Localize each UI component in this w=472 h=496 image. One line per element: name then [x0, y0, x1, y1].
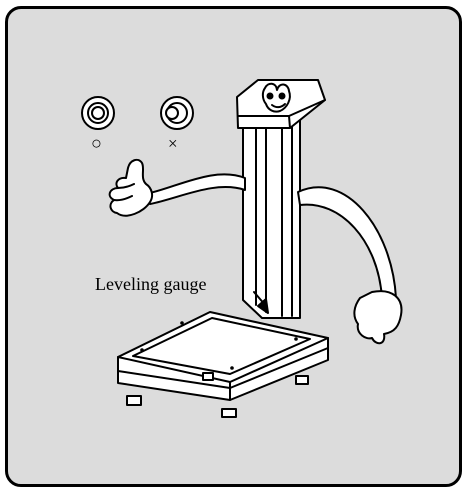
thumbs-up-hand-icon: [110, 160, 152, 216]
scale-platform: [118, 312, 328, 400]
leveling-gauge-label: Leveling gauge: [95, 275, 206, 293]
left-arm: [146, 174, 245, 204]
level-bubble-offcenter-icon: [161, 97, 193, 129]
scale-column: [243, 118, 300, 318]
incorrect-level-mark: ×: [168, 135, 178, 152]
right-hand-icon: [354, 291, 401, 343]
right-arm: [298, 187, 396, 298]
level-bubble-centered-icon: [82, 97, 114, 129]
display-head: [237, 80, 325, 128]
correct-level-mark: ○: [91, 134, 102, 152]
